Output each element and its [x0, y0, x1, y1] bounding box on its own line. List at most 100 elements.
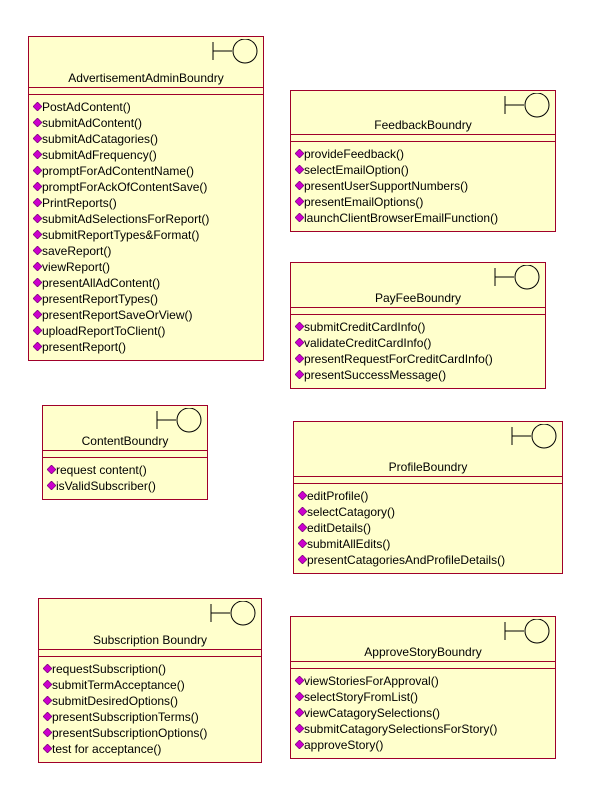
operation-label: validateCreditCardInfo() [304, 336, 432, 350]
attribute-compartment [291, 661, 555, 668]
operation-item[interactable]: presentReport() [33, 339, 263, 355]
operation-item[interactable]: PrintReports() [33, 195, 263, 211]
operation-label: promptForAckOfContentSave() [42, 180, 208, 194]
operation-item[interactable]: PostAdContent() [33, 99, 263, 115]
operation-item[interactable]: presentCatagoriesAndProfileDetails() [298, 552, 562, 568]
boundary-icon [494, 265, 540, 290]
operation-item[interactable]: launchClientBrowserEmailFunction() [295, 210, 555, 226]
public-operation-diamond-icon [295, 165, 304, 174]
operation-item[interactable]: viewStoriesForApproval() [295, 673, 555, 689]
operation-label: submitReportTypes&Format() [42, 228, 200, 242]
attribute-compartment [39, 649, 261, 656]
operation-item[interactable]: presentReportTypes() [33, 291, 263, 307]
operation-item[interactable]: request content() [47, 462, 207, 478]
operation-item[interactable]: presentSubscriptionTerms() [43, 709, 261, 725]
operation-item[interactable]: viewReport() [33, 259, 263, 275]
operation-item[interactable]: presentAllAdContent() [33, 275, 263, 291]
operation-label: saveReport() [42, 244, 112, 258]
operation-item[interactable]: submitCatagorySelectionsForStory() [295, 721, 555, 737]
operation-item[interactable]: submitAdSelectionsForReport() [33, 211, 263, 227]
operation-list: requestSubscription()submitTermAcceptanc… [39, 657, 261, 757]
boundary-icon [210, 601, 256, 626]
class-name: ContentBoundry [81, 434, 169, 448]
operation-item[interactable]: selectEmailOption() [295, 162, 555, 178]
operation-label: promptForAdContentName() [42, 164, 195, 178]
operation-item[interactable]: presentReportSaveOrView() [33, 307, 263, 323]
operation-label: presentReportSaveOrView() [42, 308, 193, 322]
operation-label: presentCatagoriesAndProfileDetails() [307, 553, 506, 567]
operation-item[interactable]: presentUserSupportNumbers() [295, 178, 555, 194]
operation-list: request content()isValidSubscriber() [43, 458, 207, 494]
operation-item[interactable]: saveReport() [33, 243, 263, 259]
operation-item[interactable]: viewCatagorySelections() [295, 705, 555, 721]
operation-item[interactable]: presentSubscriptionOptions() [43, 725, 261, 741]
class-header: FeedbackBoundry [291, 91, 555, 142]
class-name: AdvertisementAdminBoundry [68, 71, 224, 85]
operation-item[interactable]: validateCreditCardInfo() [295, 335, 545, 351]
operation-item[interactable]: submitTermAcceptance() [43, 677, 261, 693]
operation-label: presentRequestForCreditCardInfo() [304, 352, 493, 366]
class-box-approvestoryboundry[interactable]: ApproveStoryBoundry viewStoriesForApprova… [290, 616, 556, 759]
operation-item[interactable]: approveStory() [295, 737, 555, 753]
operation-list: editProfile()selectCatagory()editDetails… [294, 484, 562, 568]
operation-item[interactable]: provideFeedback() [295, 146, 555, 162]
class-header: AdvertisementAdminBoundry [29, 37, 263, 95]
operation-label: viewReport() [42, 260, 111, 274]
operation-item[interactable]: selectStoryFromList() [295, 689, 555, 705]
public-operation-diamond-icon [43, 664, 52, 673]
public-operation-diamond-icon [33, 118, 42, 127]
operation-item[interactable]: presentRequestForCreditCardInfo() [295, 351, 545, 367]
operation-item[interactable]: submitCreditCardInfo() [295, 319, 545, 335]
operation-label: presentEmailOptions() [304, 195, 424, 209]
class-name: ProfileBoundry [388, 460, 468, 474]
operation-label: submitDesiredOptions() [52, 694, 179, 708]
operation-label: editProfile() [307, 489, 369, 503]
operation-label: submitAdFrequency() [42, 148, 157, 162]
operation-item[interactable]: submitAdContent() [33, 115, 263, 131]
operation-item[interactable]: isValidSubscriber() [47, 478, 207, 494]
public-operation-diamond-icon [43, 712, 52, 721]
operation-item[interactable]: presentSuccessMessage() [295, 367, 545, 383]
class-box-contentboundry[interactable]: ContentBoundry request content()isValidSu… [42, 405, 208, 500]
public-operation-diamond-icon [295, 692, 304, 701]
operation-item[interactable]: submitReportTypes&Format() [33, 227, 263, 243]
public-operation-diamond-icon [295, 354, 304, 363]
operation-item[interactable]: presentEmailOptions() [295, 194, 555, 210]
class-box-feedbackboundry[interactable]: FeedbackBoundry provideFeedback()selectEm… [290, 90, 556, 232]
class-header: ApproveStoryBoundry [291, 617, 555, 669]
operation-item[interactable]: promptForAdContentName() [33, 163, 263, 179]
public-operation-diamond-icon [33, 278, 42, 287]
operation-item[interactable]: uploadReportToClient() [33, 323, 263, 339]
operation-item[interactable]: submitAdFrequency() [33, 147, 263, 163]
public-operation-diamond-icon [33, 342, 42, 351]
operation-label: submitAllEdits() [307, 537, 391, 551]
operation-label: presentAllAdContent() [42, 276, 161, 290]
operation-item[interactable]: promptForAckOfContentSave() [33, 179, 263, 195]
public-operation-diamond-icon [295, 724, 304, 733]
public-operation-diamond-icon [298, 507, 307, 516]
public-operation-diamond-icon [295, 740, 304, 749]
operation-item[interactable]: submitAdCatagories() [33, 131, 263, 147]
class-box-profileboundry[interactable]: ProfileBoundry editProfile()selectCatagor… [293, 421, 563, 574]
operation-label: PostAdContent() [42, 100, 131, 114]
operation-item[interactable]: submitDesiredOptions() [43, 693, 261, 709]
public-operation-diamond-icon [33, 150, 42, 159]
operation-label: uploadReportToClient() [42, 324, 166, 338]
operation-label: presentUserSupportNumbers() [304, 179, 469, 193]
operation-item[interactable]: editProfile() [298, 488, 562, 504]
operation-label: presentReportTypes() [42, 292, 159, 306]
operation-item[interactable]: test for acceptance() [43, 741, 261, 757]
class-name: ApproveStoryBoundry [364, 645, 482, 659]
operation-label: viewCatagorySelections() [304, 706, 441, 720]
operation-item[interactable]: selectCatagory() [298, 504, 562, 520]
public-operation-diamond-icon [33, 214, 42, 223]
operation-item[interactable]: submitAllEdits() [298, 536, 562, 552]
operation-label: presentSuccessMessage() [304, 368, 447, 382]
boundary-icon [504, 619, 550, 644]
operation-item[interactable]: requestSubscription() [43, 661, 261, 677]
public-operation-diamond-icon [43, 744, 52, 753]
operation-item[interactable]: editDetails() [298, 520, 562, 536]
